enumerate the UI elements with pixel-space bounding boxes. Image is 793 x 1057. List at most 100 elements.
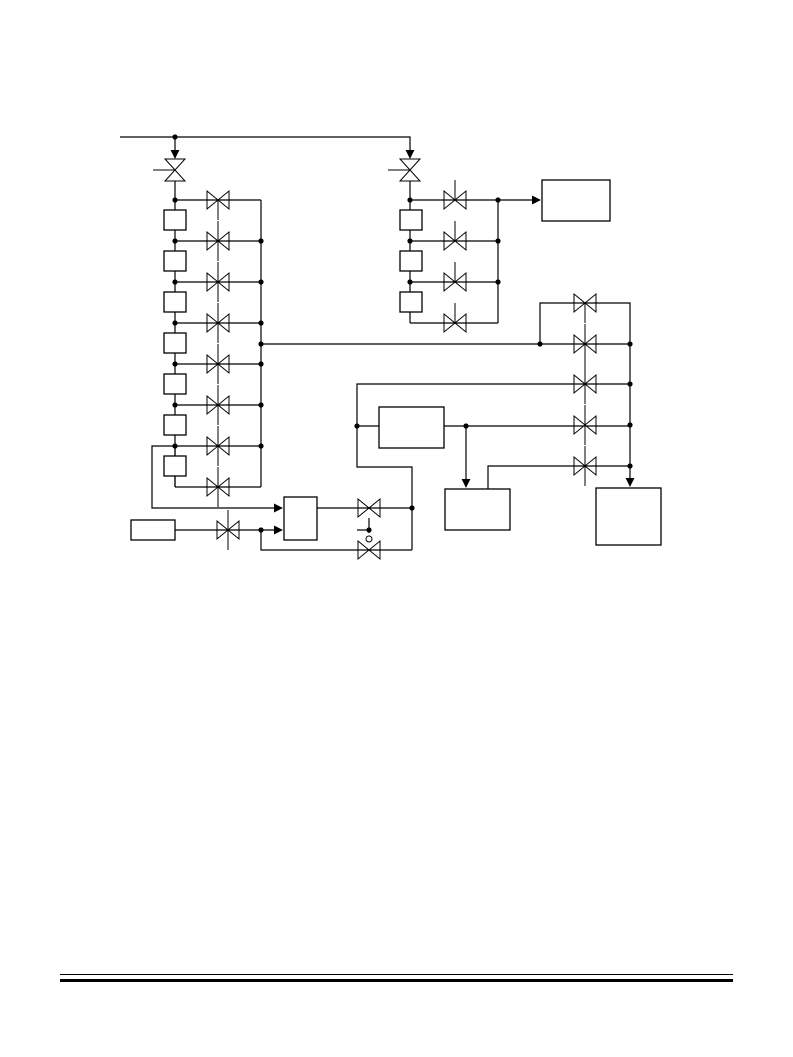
input-block-bottom-left (130, 519, 176, 541)
junction-dot-28 (463, 423, 469, 429)
junction-dot-13 (172, 443, 178, 449)
transmission-gate-icon (573, 405, 597, 445)
junction-dot-21 (495, 279, 501, 285)
arrow-line-52 (151, 445, 283, 513)
transmission-gate-icon (206, 426, 230, 466)
transmission-gate-icon (357, 497, 381, 519)
junction-dot-16 (537, 341, 543, 347)
blocks (130, 179, 662, 546)
register-block-icon (163, 414, 187, 436)
gate-body (357, 539, 381, 561)
footer-rule-thin (60, 974, 733, 975)
transmission-gate-icon (443, 180, 467, 211)
wire-51 (260, 530, 412, 551)
junction-dot-6 (258, 279, 264, 285)
register-block-icon (399, 250, 423, 272)
transmission-gate-icon (206, 344, 230, 384)
gate-body (443, 312, 467, 334)
wire-45 (356, 383, 630, 508)
footer-rule-thick (60, 979, 733, 982)
transmission-gate-icon (573, 364, 597, 404)
gate-body (206, 230, 230, 252)
junction-dot-26 (627, 463, 633, 469)
output-block-center-bottom (444, 488, 511, 531)
register-block-icon (163, 373, 187, 395)
junction-dot-31 (366, 527, 372, 533)
inverter-bubble (365, 535, 373, 543)
transmission-gate-icon (206, 385, 230, 425)
register-block-icon (163, 332, 187, 354)
junction-dot-1 (172, 134, 178, 140)
transmission-gate-icon (573, 292, 597, 323)
mux-block-bottom (283, 496, 318, 541)
transmission-gate-icon (206, 303, 230, 343)
transmission-gate-icon (206, 189, 230, 220)
transmission-gate-icon (206, 467, 230, 507)
gate-body (206, 476, 230, 498)
transmission-gate-icon (216, 510, 240, 550)
transmission-gate-icon (443, 221, 467, 252)
gate-body (573, 333, 597, 355)
transmission-gate-icon (443, 262, 467, 293)
gate-body (573, 373, 597, 395)
arrow-line-2 (175, 136, 415, 159)
wire-49 (487, 465, 630, 489)
gate-body (163, 158, 187, 182)
junction-dot-10 (258, 361, 264, 367)
gate-body (573, 292, 597, 314)
gate-body (357, 497, 381, 519)
junction-dot-9 (172, 361, 178, 367)
junction-dot-24 (627, 381, 633, 387)
output-block-bottom-right (595, 487, 662, 546)
gate-body (206, 353, 230, 375)
transmission-gate-icon (357, 539, 381, 561)
junction-dot-23 (627, 341, 633, 347)
junction-dot-5 (172, 279, 178, 285)
transmission-gate-icon (388, 158, 422, 182)
junction-dot-3 (172, 238, 178, 244)
processing-block-center (378, 406, 445, 449)
junction-dot-2 (172, 197, 178, 203)
junction-dot-22 (495, 197, 501, 203)
junction-dot-27 (354, 423, 360, 429)
gate-body (443, 189, 467, 211)
junction-dot-15 (258, 341, 264, 347)
gates (153, 158, 597, 561)
register-block-icon (163, 291, 187, 313)
gate-body (206, 189, 230, 211)
gate-body (206, 312, 230, 334)
gate-body (206, 394, 230, 416)
transmission-gate-icon (153, 158, 187, 182)
junction-dot-18 (407, 238, 413, 244)
junction-dot-20 (407, 279, 413, 285)
transmission-gate-icon (573, 324, 597, 364)
register-block-icon (399, 209, 423, 231)
junction-dot-25 (627, 422, 633, 428)
gate-body (443, 230, 467, 252)
gate-body (206, 271, 230, 293)
gate-body (573, 455, 597, 477)
junction-dot-30 (409, 505, 415, 511)
gate-body (573, 414, 597, 436)
junction-dot-12 (258, 402, 264, 408)
output-block-top-right (541, 179, 611, 222)
junction-dot-17 (407, 197, 413, 203)
transmission-gate-icon (443, 303, 467, 334)
junction-dot-4 (258, 238, 264, 244)
gate-body (216, 519, 240, 541)
junctions (172, 134, 633, 533)
junction-dot-11 (172, 402, 178, 408)
gate-body (443, 271, 467, 293)
register-block-icon (399, 291, 423, 313)
transmission-gate-icon (206, 221, 230, 261)
register-block-icon (163, 209, 187, 231)
register-block-icon (163, 250, 187, 272)
junction-dot-29 (258, 527, 264, 533)
junction-dot-8 (258, 320, 264, 326)
gate-body (206, 435, 230, 457)
junction-dot-14 (258, 443, 264, 449)
transmission-gate-icon (206, 262, 230, 302)
transmission-gate-icon (573, 446, 597, 486)
gate-body (398, 158, 422, 182)
